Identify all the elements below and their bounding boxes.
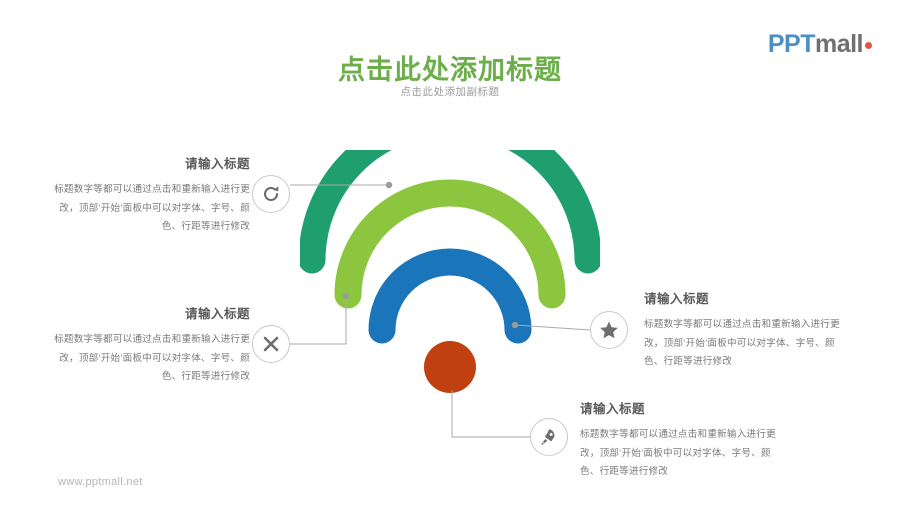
logo-text-ppt: PPT [767, 30, 816, 58]
callout-body: 标题数字等都可以通过点击和重新输入进行更改，顶部‘开始’面板中可以对字体、字号、… [644, 319, 840, 368]
callout-heading: 请输入标题 [184, 307, 250, 321]
rocket-icon [541, 429, 555, 445]
logo-text-mall: mall [814, 30, 864, 58]
wifi-center-dot [424, 341, 476, 393]
wifi-inner-arc [368, 248, 532, 344]
callout-mid-right: 请输入标题 标题数字等都可以通过点击和重新输入进行更改，顶部‘开始’面板中可以对… [644, 288, 844, 372]
close-icon-button[interactable] [252, 325, 290, 363]
rocket-icon-button[interactable] [530, 418, 568, 456]
footer-url: www.pptmall.net [58, 476, 143, 488]
star-icon-button[interactable] [590, 311, 628, 349]
page-title: 点击此处添加标题 [338, 55, 562, 85]
logo-dot-icon [865, 42, 872, 49]
callout-heading: 请输入标题 [184, 157, 250, 171]
refresh-icon-button[interactable] [252, 175, 290, 213]
callout-mid-left: 请输入标题 标题数字等都可以通过点击和重新输入进行更改，顶部‘开始’面板中可以对… [50, 303, 250, 387]
star-icon [600, 321, 618, 339]
close-icon [263, 336, 279, 352]
callout-body: 标题数字等都可以通过点击和重新输入进行更改，顶部‘开始’面板中可以对字体、字号、… [54, 334, 250, 383]
callout-heading: 请输入标题 [644, 292, 710, 306]
wifi-middle-arc [334, 179, 566, 309]
refresh-icon [264, 186, 279, 202]
page-subtitle: 点击此处添加副标题 [400, 86, 500, 98]
callout-bottom-right: 请输入标题 标题数字等都可以通过点击和重新输入进行更改，顶部‘开始’面板中可以对… [580, 398, 780, 482]
callout-body: 标题数字等都可以通过点击和重新输入进行更改，顶部‘开始’面板中可以对字体、字号、… [580, 429, 776, 478]
pptmall-logo: PPTmall [768, 30, 872, 59]
wifi-diagram [298, 108, 602, 395]
callout-body: 标题数字等都可以通过点击和重新输入进行更改，顶部‘开始’面板中可以对字体、字号、… [54, 184, 250, 233]
callout-heading: 请输入标题 [580, 402, 646, 416]
callout-top-left: 请输入标题 标题数字等都可以通过点击和重新输入进行更改，顶部‘开始’面板中可以对… [50, 153, 250, 237]
